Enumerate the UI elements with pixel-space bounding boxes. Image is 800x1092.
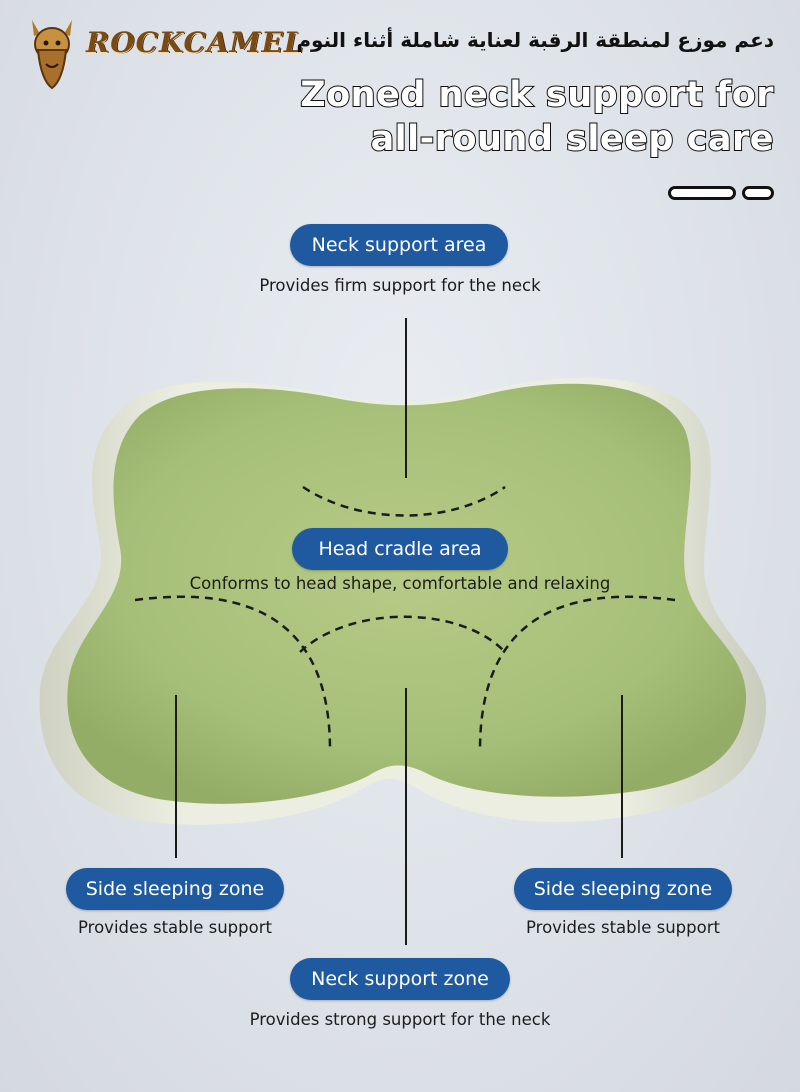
pager-dot-inactive: [742, 186, 774, 200]
left-zone-contour: [134, 595, 332, 751]
center-zone-contour: [299, 615, 506, 653]
headline-line-1: Zoned neck support for: [299, 74, 774, 116]
side-left-desc: Provides stable support: [78, 918, 272, 937]
head-cradle-label: Head cradle area: [292, 528, 508, 570]
right-zone-contour: [478, 595, 676, 751]
side-right-desc: Provides stable support: [526, 918, 720, 937]
head-cradle-desc: Conforms to head shape, comfortable and …: [189, 574, 611, 593]
brand-name: ROCKCAMEL: [86, 26, 305, 59]
headline-line-2: all-round sleep care: [370, 118, 775, 160]
side-right-label: Side sleeping zone: [514, 868, 732, 910]
pager-dots-icon: [668, 186, 774, 204]
side-left-label: Side sleeping zone: [66, 868, 284, 910]
camel-head-icon: [32, 20, 72, 90]
neck-area-desc: Provides firm support for the neck: [259, 276, 541, 295]
pager-dot-active: [668, 186, 736, 200]
neck-zone-label: Neck support zone: [290, 958, 510, 1000]
pillow-green-top: [67, 383, 747, 804]
neck-zone-desc: Provides strong support for the neck: [249, 1010, 551, 1029]
arabic-tagline: دعم موزع لمنطقة الرقبة لعناية شاملة أثنا…: [296, 28, 774, 52]
neck-area-label: Neck support area: [290, 224, 508, 266]
neck-area-contour: [302, 485, 506, 517]
